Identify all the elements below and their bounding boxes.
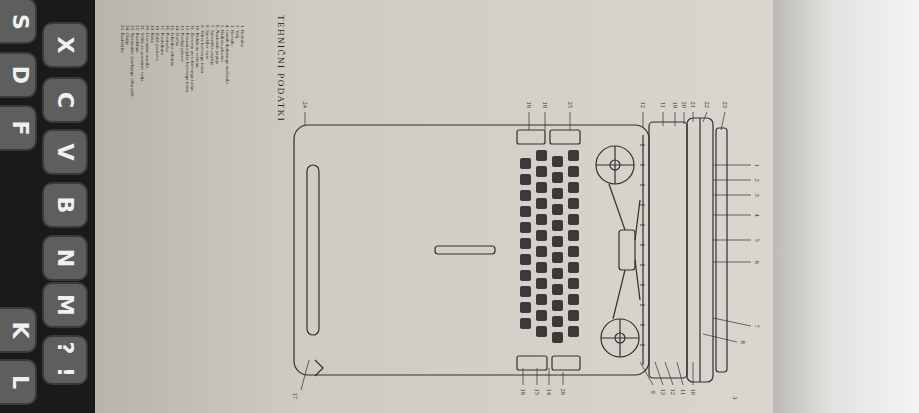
part-list-item: 15. Izločilec robnika <box>170 25 175 66</box>
callout-number: 20 <box>681 102 688 109</box>
keyboard-keys <box>0 0 87 404</box>
callout-number: 21 <box>690 102 697 109</box>
part-list-item: 20. Uravnalno merilo <box>145 25 150 68</box>
part-list-item: 19. Roka <box>150 25 155 43</box>
callout-number: 12 <box>640 102 647 109</box>
callout-number: 13 <box>660 389 667 396</box>
key-letter: L <box>9 375 31 389</box>
paper <box>95 0 773 413</box>
callout-number: 5 <box>754 239 761 242</box>
key-letter: N <box>54 249 76 267</box>
part-list-item: 3. Ravnilo <box>230 25 235 46</box>
callout-number: 7 <box>754 325 761 328</box>
key-letter: K <box>9 321 31 338</box>
next-page <box>773 0 919 413</box>
part-list-item: 12. Preusmerjalec barvnega traku <box>185 25 190 92</box>
key-letter: V <box>54 143 76 160</box>
part-list-item: 1. Rohnika <box>240 25 245 47</box>
part-list-item: 22. Razdelnik <box>135 25 140 53</box>
callout-number: 26 <box>560 389 567 396</box>
callout-number: 16 <box>526 102 533 109</box>
callout-number: 11 <box>660 102 667 108</box>
callout-number: 3 <box>754 194 761 197</box>
callout-number: 14 <box>546 389 553 396</box>
key-letter: D <box>9 66 31 84</box>
callout-number: 16 <box>520 389 527 396</box>
callout-number: 1 <box>754 164 761 167</box>
callout-number: 25 <box>567 102 574 109</box>
callout-number: 10 <box>690 389 697 396</box>
page-title: TEHNIČNI PODATKI <box>276 15 285 122</box>
callout-number: 6 <box>754 261 761 264</box>
part-list-item: 10. Koluti na vretenu <box>195 25 200 68</box>
part-list-item: 9. Vilice barvnega traku <box>200 25 205 73</box>
part-list-item: 18. Zatič prestave <box>155 25 160 61</box>
typewriter-drawing <box>294 118 727 382</box>
part-list-item: 24. Ohišje <box>125 25 130 46</box>
key-letter: S <box>9 14 31 30</box>
part-list-item: 14. Tračka <box>175 25 180 46</box>
key-letter: ! <box>54 367 76 377</box>
part-list-item: 23. Naznanilec spodnjega robu pole <box>130 25 135 97</box>
key-letter: B <box>54 197 76 214</box>
key-letter: M <box>54 294 76 316</box>
key-letter: X <box>54 37 76 54</box>
part-list-item: 25. Rasločilec <box>120 25 125 53</box>
callout-number: 4 <box>754 214 761 217</box>
callout-number: 15 <box>534 389 541 396</box>
part-list-item: 13. Prednji pokrov <box>180 25 185 62</box>
callout-number: 19 <box>672 102 679 109</box>
part-list-item: 11. Zavorno pero barvnega traku <box>190 25 195 90</box>
key-letter: F <box>9 120 31 135</box>
part-list-item: 6. Naslonilo papirja <box>215 25 220 65</box>
book-page: TEHNIČNI PODATKI123456781011121392322212… <box>85 0 785 413</box>
callout-number: 8 <box>740 341 747 344</box>
page-number: 3 <box>732 396 739 400</box>
part-list-item: 4. Gumb dodatnega naslonila <box>225 25 230 84</box>
callout-number: 11 <box>680 389 687 395</box>
key-letter: C <box>54 92 76 108</box>
callout-number: 18 <box>542 102 549 109</box>
keyboard-keys <box>520 150 579 343</box>
part-list-item: 5. Radirna ploskev <box>220 25 225 63</box>
callout-number: 9 <box>650 391 657 394</box>
part-list-item: 7. Sprostilec papirja <box>210 25 215 65</box>
part-list-item: 8. Sprožilec voza <box>205 25 210 60</box>
leader-lines <box>301 112 751 390</box>
callout-number: 12 <box>670 389 677 396</box>
part-list-item: 16. Prestavka <box>165 25 170 52</box>
part-list-item: 2. Valj <box>235 25 240 38</box>
part-list-item: 21. Vrtilo za sprostitev valja <box>140 25 145 81</box>
callout-number: 22 <box>704 102 711 109</box>
callout-number: 23 <box>722 102 729 109</box>
callout-number: 24 <box>302 102 309 109</box>
part-list-item: 17. Preslednica <box>160 25 165 56</box>
callout-number: 17 <box>292 393 299 400</box>
key-letter: ? <box>54 342 76 355</box>
callout-number: 2 <box>754 179 761 182</box>
